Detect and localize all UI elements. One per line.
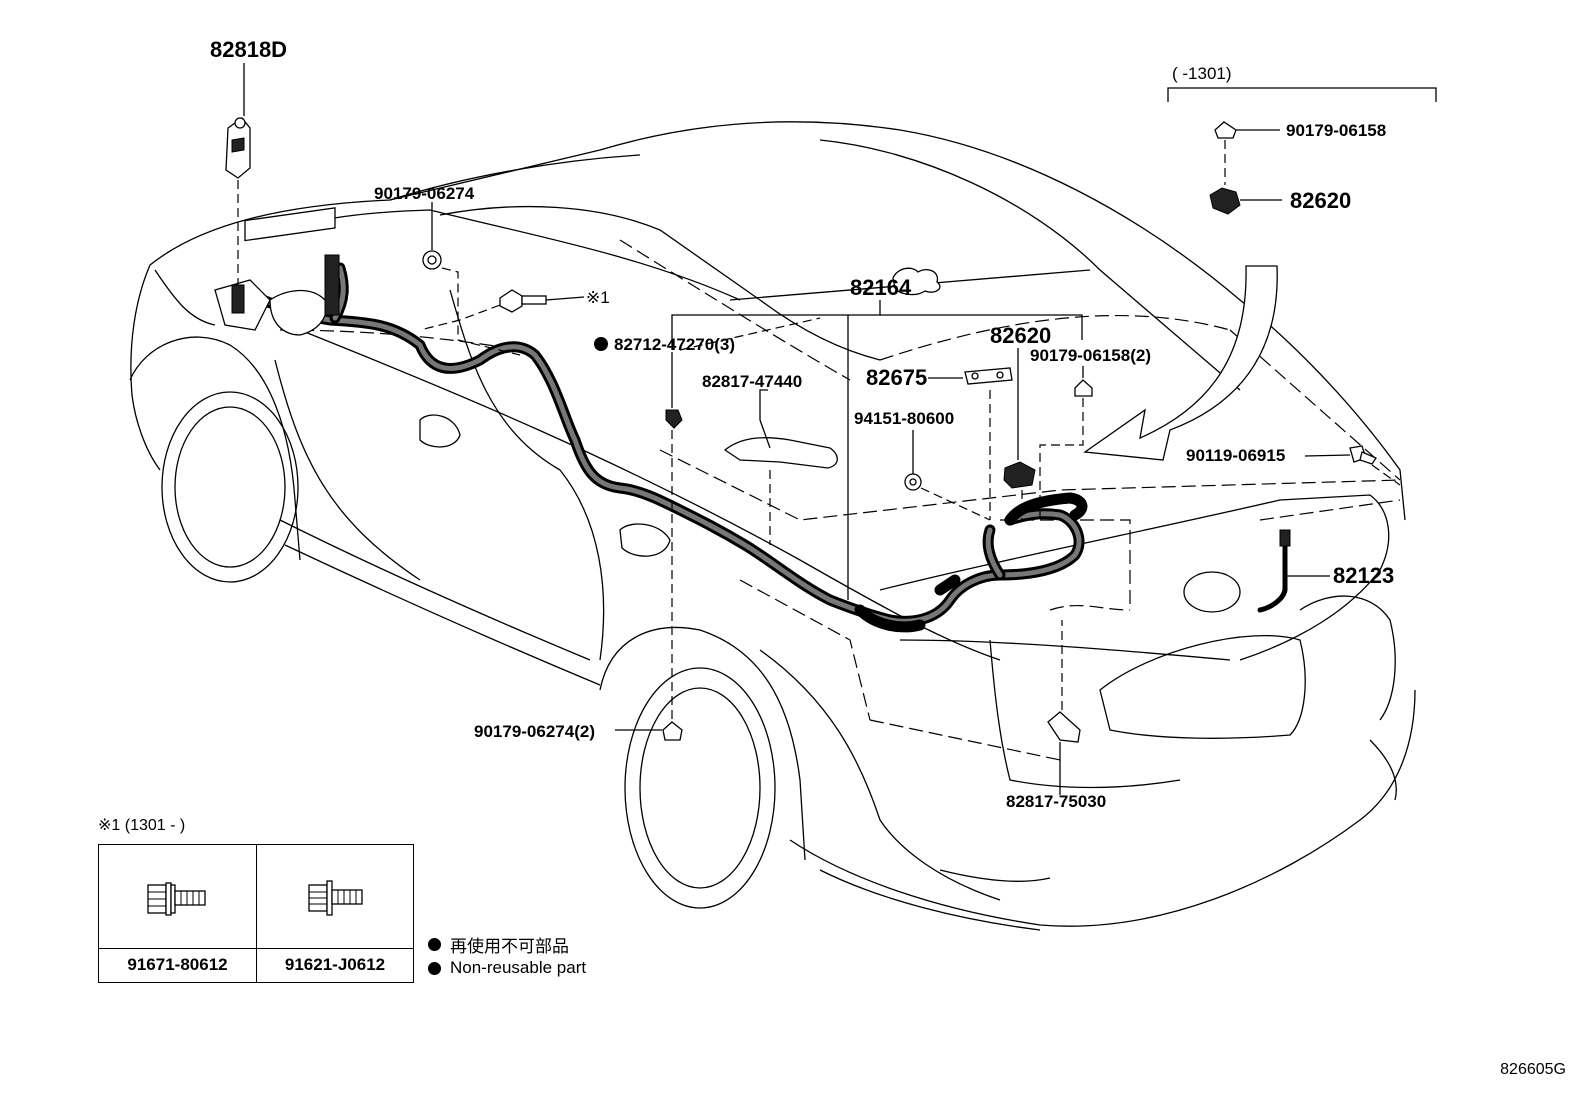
label-90119-06915: 90119-06915 [1186,446,1285,465]
connector-82620-mid [1003,348,1036,520]
label-range-top: ( -1301) [1172,64,1232,83]
clip-90179-06274-top [422,202,521,356]
label-82817-47440: 82817-47440 [702,372,802,391]
label-82712-47270: 82712-47270(3) [614,335,735,354]
bolt-90119-06915 [1304,445,1401,486]
part-82818D-bracket [225,63,251,285]
label-90179-06274-2: 90179-06274(2) [474,722,595,741]
label-82817-75030: 82817-75030 [1006,792,1106,811]
bolt-washer-icon [257,845,413,949]
pad-82817-47440 [723,389,838,545]
label-82818D: 82818D [210,37,287,62]
legend-jp: 再使用不可部品 [428,932,569,957]
pad-82817-75030 [1047,620,1081,795]
part-82675-plate [928,367,1013,520]
range-inset-top-right [1167,87,1437,215]
car-body-outline [129,121,1416,931]
bolt-note1 [419,289,585,331]
inset-part-2: 91621-J0612 [284,955,386,974]
inset-caption: ※1 (1301 - ) [98,817,186,834]
label-note1-marker: ※1 [586,288,610,307]
inset-cell-1: 91671-80612 [99,845,256,982]
clip-90179-06274-2 [615,721,683,741]
label-82620-mid: 82620 [990,323,1051,348]
wire-82123 [1257,529,1330,613]
figure-code: 826605G [1500,1061,1566,1078]
label-82123: 82123 [1333,563,1394,588]
clip-90179-06158-2 [1039,366,1093,520]
label-82620-top: 82620 [1290,188,1351,213]
front-connector-cluster [214,207,340,336]
bolt-flange-icon [99,845,256,949]
inset-cell-2: 91621-J0612 [256,845,413,982]
legend-en: Non-reusable part [428,958,586,978]
label-94151-80600: 94151-80600 [854,409,954,428]
label-90179-06158: 90179-06158 [1286,121,1386,140]
inset-bolt-table: 91671-80612 91621-J0612 [98,844,414,983]
clip-82712-47270 [665,317,821,725]
legend-jp-text: 再使用不可部品 [450,937,569,956]
label-90179-06158-2: 90179-06158(2) [1030,346,1151,365]
wire-harness-82164 [234,262,1088,633]
label-82164: 82164 [850,275,912,300]
inset-part-1: 91671-80612 [127,955,228,974]
bracket-82164-callout [671,267,1083,600]
legend-en-text: Non-reusable part [450,958,587,977]
non-reusable-mark-82712 [594,337,608,351]
clip-94151-80600 [904,430,991,521]
direction-arrow [1083,265,1278,461]
legend-dot-icon [428,938,441,951]
label-90179-06274-top: 90179-06274 [374,184,475,203]
label-82675: 82675 [866,365,927,390]
legend-dot-icon [428,961,441,975]
